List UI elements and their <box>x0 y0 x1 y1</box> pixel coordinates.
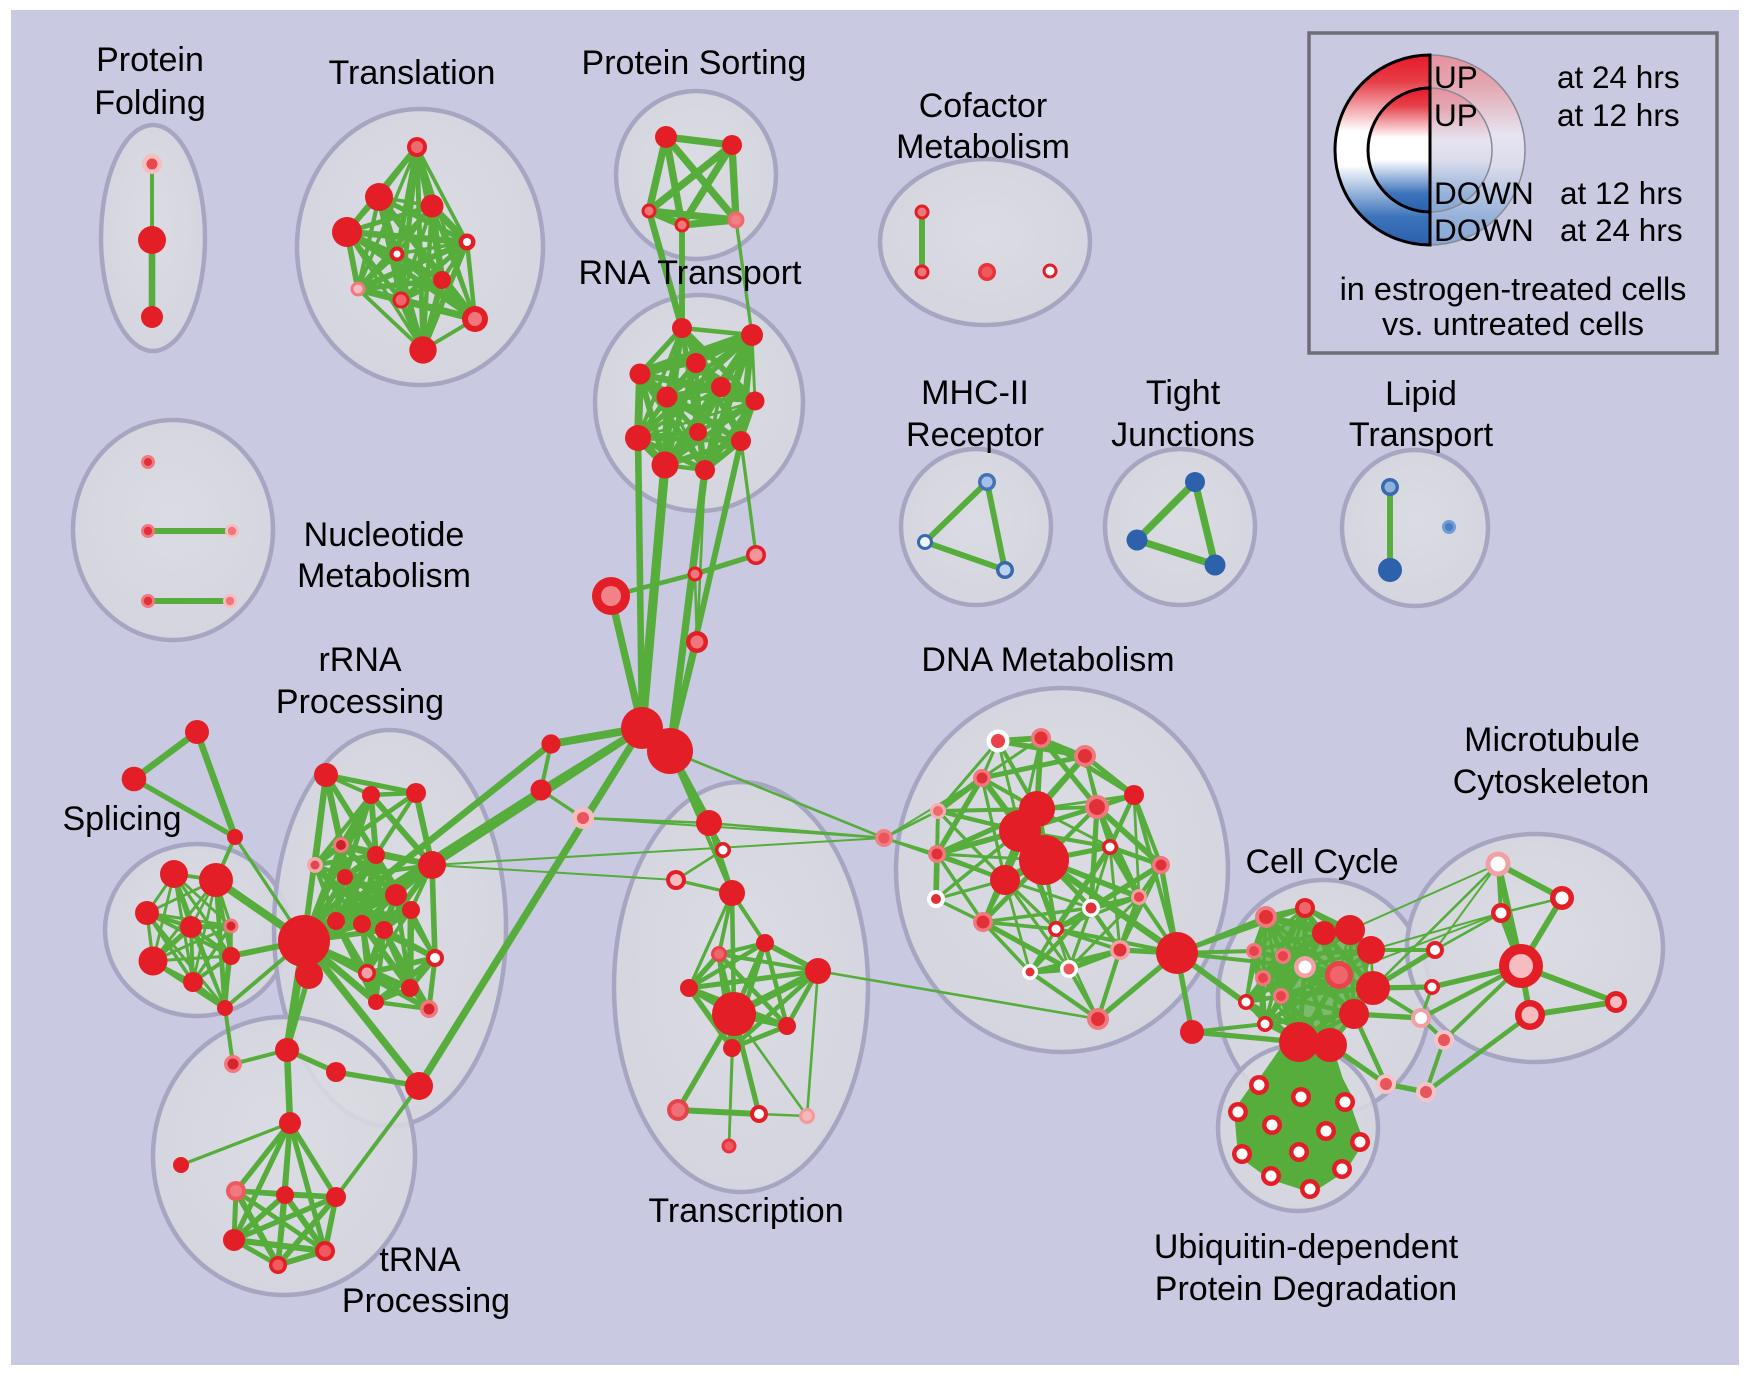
svg-text:UP: UP <box>1434 97 1478 133</box>
svg-text:DNA Metabolism: DNA Metabolism <box>921 641 1174 679</box>
svg-text:Folding: Folding <box>94 84 206 122</box>
svg-text:RNA Transport: RNA Transport <box>579 254 803 292</box>
svg-text:Receptor: Receptor <box>906 416 1044 454</box>
svg-text:Metabolism: Metabolism <box>297 557 471 595</box>
svg-text:Cofactor: Cofactor <box>919 87 1048 125</box>
svg-text:vs. untreated cells: vs. untreated cells <box>1382 306 1644 342</box>
svg-text:Tight: Tight <box>1146 374 1221 412</box>
svg-text:Splicing: Splicing <box>62 800 181 838</box>
svg-text:Transport: Transport <box>1349 416 1494 454</box>
svg-text:Processing: Processing <box>342 1282 510 1320</box>
svg-text:in estrogen-treated cells: in estrogen-treated cells <box>1340 271 1687 307</box>
svg-text:at 24 hrs: at 24 hrs <box>1560 212 1683 248</box>
svg-text:at 12 hrs: at 12 hrs <box>1560 175 1683 211</box>
svg-text:MHC-II: MHC-II <box>921 374 1029 412</box>
svg-text:Protein Sorting: Protein Sorting <box>582 44 807 82</box>
svg-text:at 12 hrs: at 12 hrs <box>1557 97 1680 133</box>
svg-text:DOWN: DOWN <box>1434 175 1534 211</box>
svg-text:Microtubule: Microtubule <box>1464 721 1640 759</box>
svg-text:rRNA: rRNA <box>318 641 401 679</box>
svg-text:UP: UP <box>1434 59 1478 95</box>
svg-text:Protein: Protein <box>96 41 204 79</box>
svg-text:Ubiquitin-dependent: Ubiquitin-dependent <box>1154 1228 1459 1266</box>
svg-text:Lipid: Lipid <box>1385 375 1457 413</box>
svg-text:Metabolism: Metabolism <box>896 128 1070 166</box>
svg-text:DOWN: DOWN <box>1434 212 1534 248</box>
svg-text:Processing: Processing <box>276 683 444 721</box>
svg-text:Transcription: Transcription <box>648 1192 843 1230</box>
svg-text:at 24 hrs: at 24 hrs <box>1557 59 1680 95</box>
svg-text:Translation: Translation <box>329 54 496 92</box>
svg-text:Nucleotide: Nucleotide <box>304 516 465 554</box>
svg-text:Cell Cycle: Cell Cycle <box>1245 843 1398 881</box>
svg-text:Junctions: Junctions <box>1111 416 1255 454</box>
svg-text:tRNA: tRNA <box>379 1241 461 1279</box>
svg-text:Cytoskeleton: Cytoskeleton <box>1453 763 1650 801</box>
svg-text:Protein Degradation: Protein Degradation <box>1155 1270 1457 1308</box>
